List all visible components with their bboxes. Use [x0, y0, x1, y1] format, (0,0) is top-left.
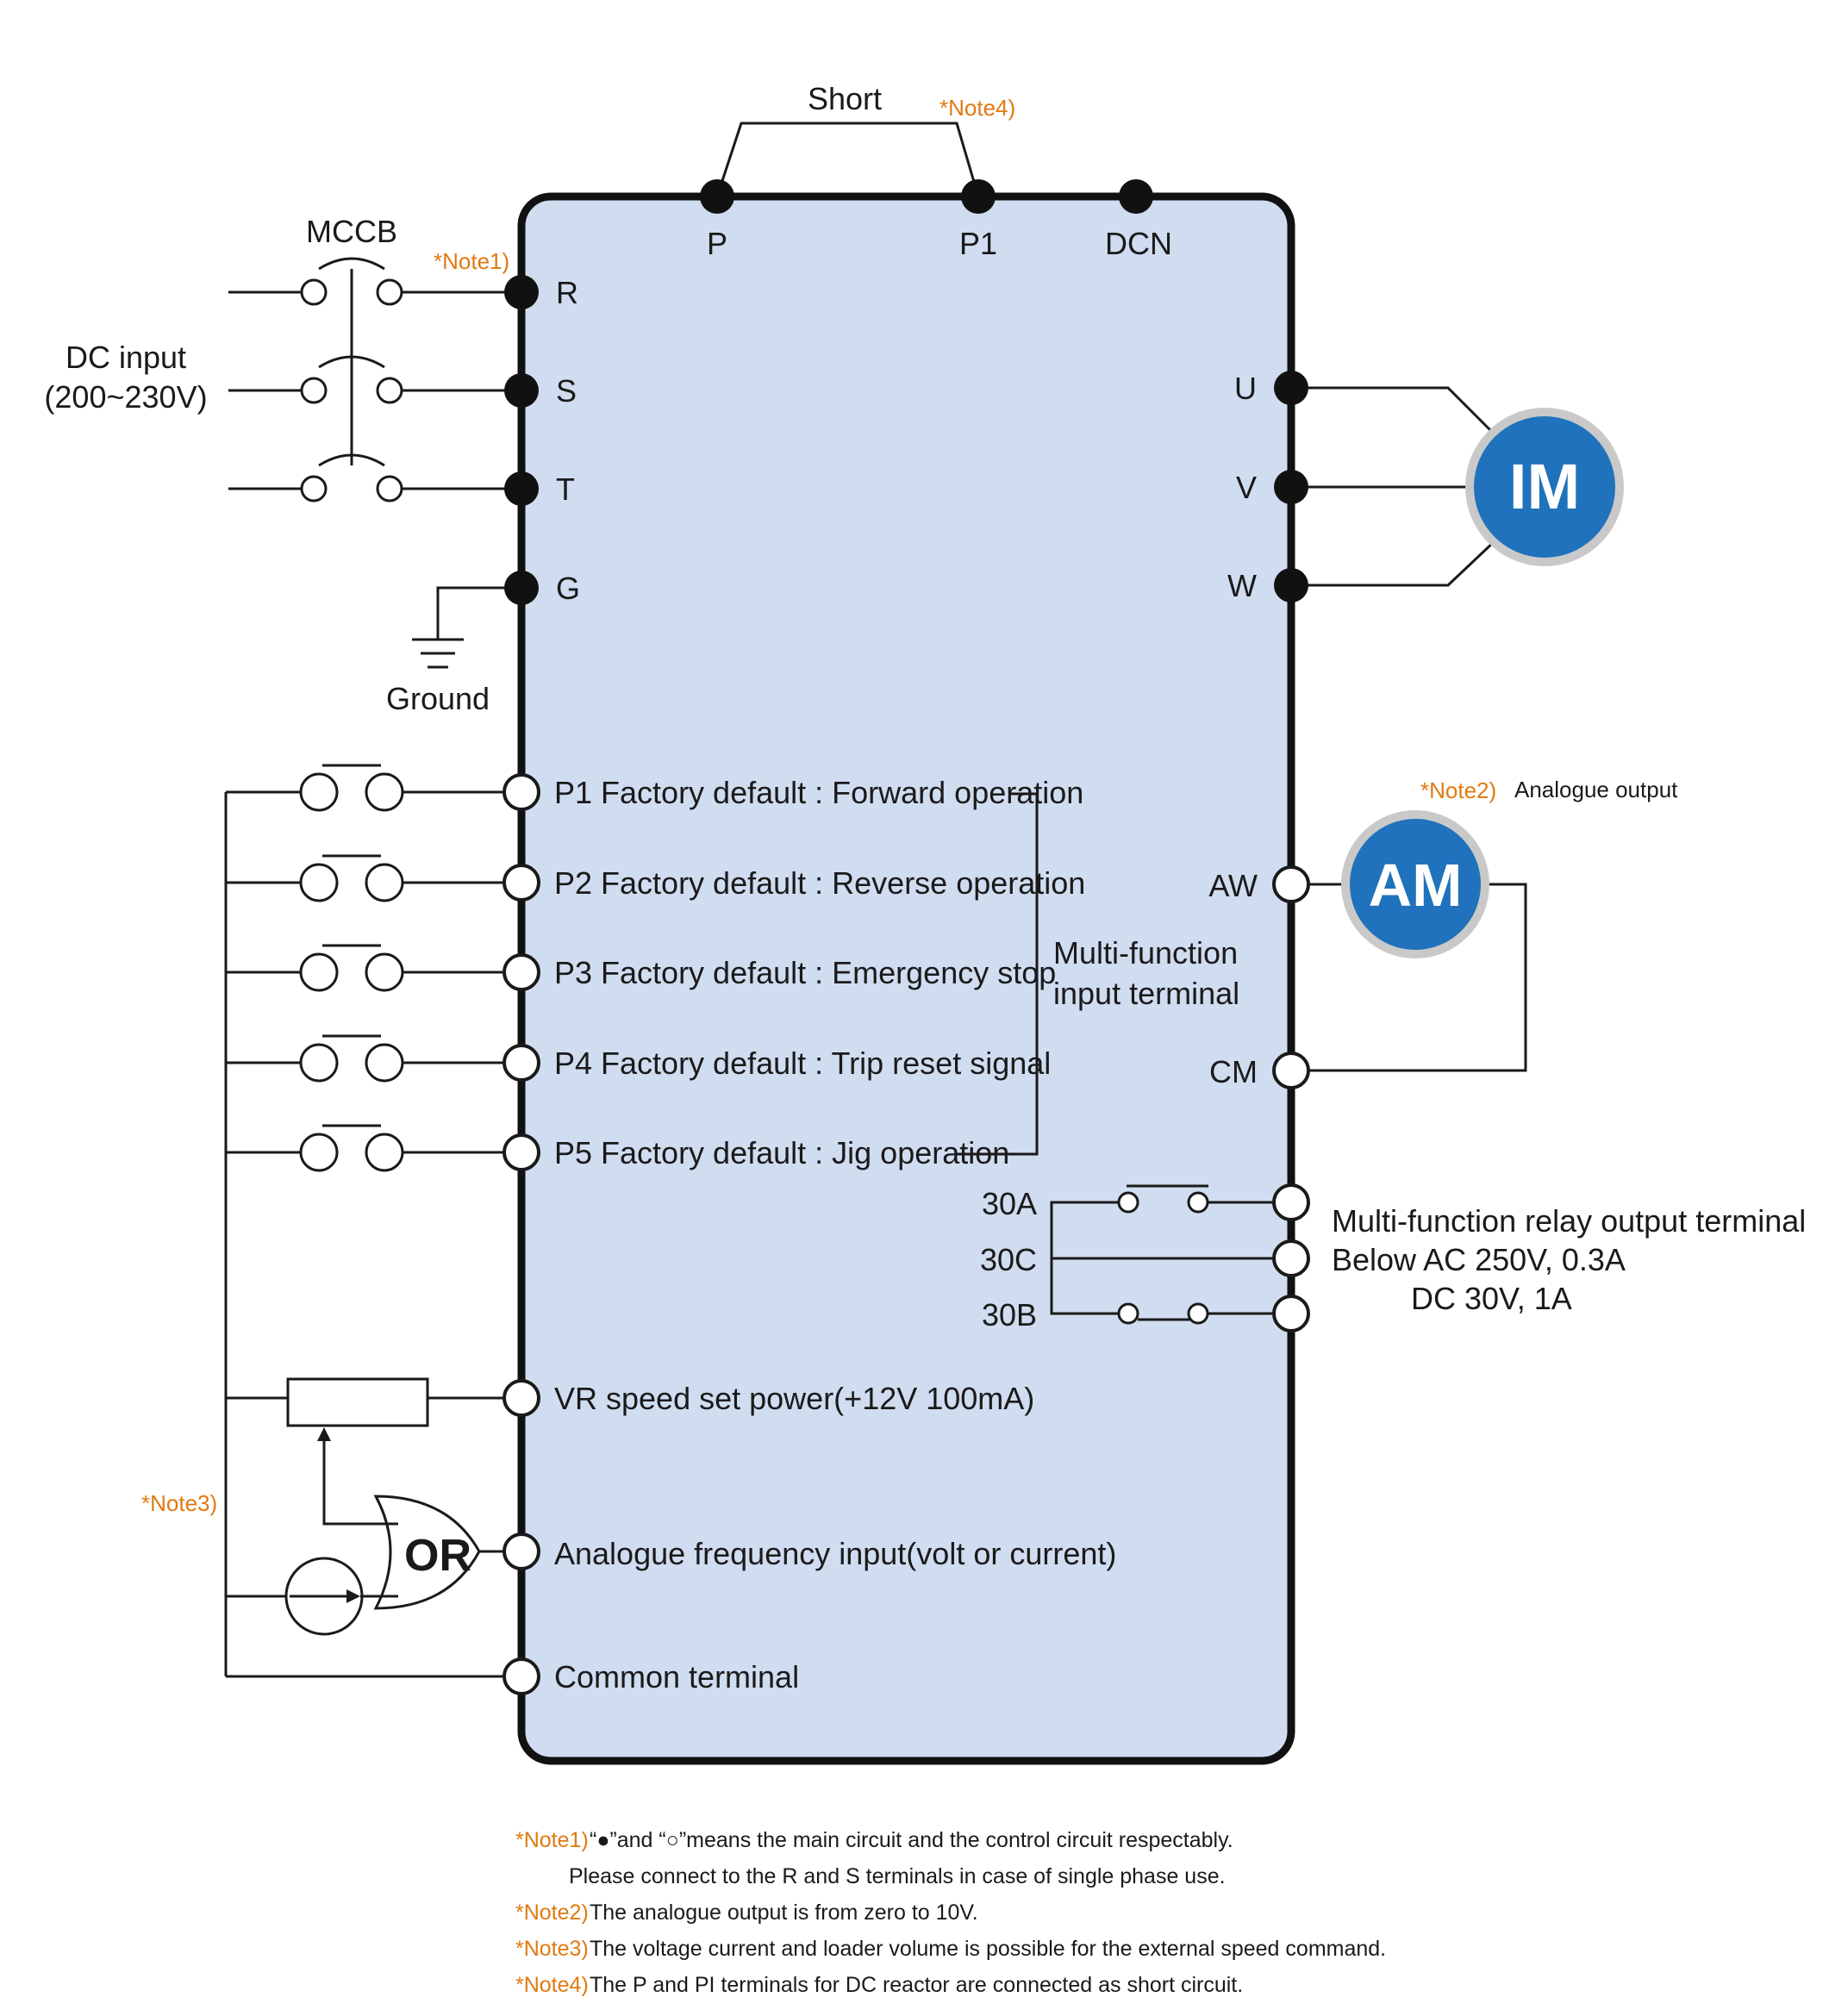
- terminal-v-label: V: [1236, 470, 1257, 505]
- terminal-p1-label: P1: [959, 226, 997, 261]
- note3-footnote-tag: *Note3): [515, 1937, 589, 1961]
- relay-description-line2: Below AC 250V, 0.3A: [1332, 1242, 1626, 1277]
- terminal-r: [504, 275, 539, 309]
- note2-footnote-text: The analogue output is from zero to 10V.: [590, 1901, 978, 1925]
- terminal-30b-label: 30B: [982, 1297, 1037, 1333]
- note4-footnote-text: The P and PI terminals for DC reactor ar…: [590, 1973, 1243, 1997]
- note4-tag: *Note4): [939, 95, 1015, 121]
- dc-input-range: (200~230V): [44, 379, 207, 415]
- relay-description-line1: Multi-function relay output terminal: [1332, 1203, 1806, 1239]
- multi-input-group-line1: Multi-function: [1053, 935, 1238, 971]
- output-wiring: [1291, 386, 1497, 587]
- terminal-w: [1274, 568, 1308, 602]
- terminal-s: [504, 373, 539, 408]
- or-gate: [373, 1495, 481, 1610]
- terminal-30a-label: 30A: [982, 1186, 1037, 1221]
- short-jumper: Short *Note4): [715, 81, 1015, 197]
- analogue-output-title: Analogue output: [1514, 777, 1678, 802]
- terminal-p1-input: [503, 773, 540, 811]
- terminal-aw: [1272, 865, 1310, 903]
- terminal-p: [700, 179, 734, 214]
- terminal-analog-freq: [503, 1532, 540, 1570]
- p4-input-label: P4 Factory default : Trip reset signal: [554, 1045, 1051, 1081]
- top-terminals: P P1 DCN: [700, 179, 1172, 261]
- note3-footnote-text: The voltage current and loader volume is…: [590, 1937, 1386, 1961]
- multi-input-group-line2: input terminal: [1053, 976, 1239, 1011]
- potentiometer: [286, 1377, 429, 1427]
- multi-input-switches: [224, 764, 503, 1676]
- common-label: Common terminal: [554, 1659, 799, 1695]
- main-terminals-left: R S T G: [504, 275, 580, 606]
- terminal-vr: [503, 1379, 540, 1417]
- terminal-u-label: U: [1234, 371, 1257, 406]
- terminal-g-label: G: [556, 571, 580, 606]
- terminal-p-label: P: [707, 226, 727, 261]
- note4-footnote-tag: *Note4): [515, 1973, 589, 1997]
- terminal-30c-label: 30C: [980, 1242, 1037, 1277]
- short-label: Short: [808, 81, 882, 116]
- note1-footnote-text: “●”and “○”means the main circuit and the…: [590, 1828, 1233, 1852]
- terminal-p4-input: [503, 1044, 540, 1082]
- analog-freq-label: Analogue frequency input(volt or current…: [554, 1536, 1116, 1571]
- mccb-label: MCCB: [306, 214, 397, 249]
- p5-input-label: P5 Factory default : Jig operation: [554, 1135, 1009, 1170]
- terminal-s-label: S: [556, 373, 577, 409]
- terminal-p2-input: [503, 864, 540, 902]
- dc-input-label: DC input: [66, 340, 186, 375]
- terminal-w-label: W: [1227, 568, 1257, 603]
- note1-footnote-tag: *Note1): [515, 1828, 589, 1852]
- note1-footnote-text2: Please connect to the R and S terminals …: [569, 1864, 1226, 1888]
- note2-tag: *Note2): [1420, 777, 1496, 803]
- induction-motor: IM: [1465, 408, 1624, 566]
- p1-input-label: P1 Factory default : Forward operation: [554, 775, 1083, 810]
- terminal-30c: [1272, 1239, 1310, 1277]
- relay-output: 30A 30C 30B Multi-function relay output …: [980, 1183, 1806, 1333]
- ground-label: Ground: [386, 681, 490, 716]
- main-terminals-right: U V W: [1227, 371, 1308, 603]
- terminal-t: [504, 471, 539, 506]
- terminal-p3-input: [503, 953, 540, 991]
- or-gate-label: OR: [404, 1531, 471, 1581]
- terminal-p5-input: [503, 1133, 540, 1171]
- note2-footnote-tag: *Note2): [515, 1901, 589, 1925]
- motor-label: IM: [1509, 451, 1580, 522]
- terminal-cm-label: CM: [1209, 1054, 1258, 1089]
- analogue-output: *Note2) Analogue output AM AW CM: [1208, 777, 1678, 1089]
- ground-symbol: Ground: [386, 586, 521, 716]
- terminal-dcn-label: DCN: [1105, 226, 1172, 261]
- note3-tag: *Note3): [141, 1490, 217, 1516]
- terminal-common: [503, 1657, 540, 1695]
- multi-input-bracket: Multi-function input terminal: [957, 792, 1239, 1156]
- terminal-30a: [1272, 1183, 1310, 1221]
- p2-input-label: P2 Factory default : Reverse operation: [554, 865, 1085, 901]
- note1-tag: *Note1): [434, 248, 509, 274]
- notes-block: *Note1) “●”and “○”means the main circuit…: [515, 1828, 1386, 1997]
- terminal-v: [1274, 470, 1308, 504]
- terminal-30b: [1272, 1295, 1310, 1333]
- mccb-breaker: MCCB *Note1): [228, 214, 521, 502]
- terminal-t-label: T: [556, 471, 575, 507]
- analog-meter-label: AM: [1369, 852, 1463, 919]
- terminal-p1: [961, 179, 996, 214]
- multi-input-terminals: P1 Factory default : Forward operation P…: [503, 773, 1085, 1171]
- terminal-aw-label: AW: [1208, 868, 1258, 903]
- p3-input-label: P3 Factory default : Emergency stop: [554, 955, 1056, 990]
- terminal-u: [1274, 371, 1308, 405]
- relay-description-line3: DC 30V, 1A: [1411, 1281, 1572, 1316]
- vr-label: VR speed set power(+12V 100mA): [554, 1381, 1034, 1416]
- terminal-g: [504, 571, 539, 605]
- terminal-cm: [1272, 1052, 1310, 1089]
- terminal-dcn: [1119, 179, 1153, 214]
- terminal-r-label: R: [556, 275, 578, 310]
- analog-inputs: *Note3) OR VR speed set power(+12V 100mA…: [141, 1377, 1116, 1695]
